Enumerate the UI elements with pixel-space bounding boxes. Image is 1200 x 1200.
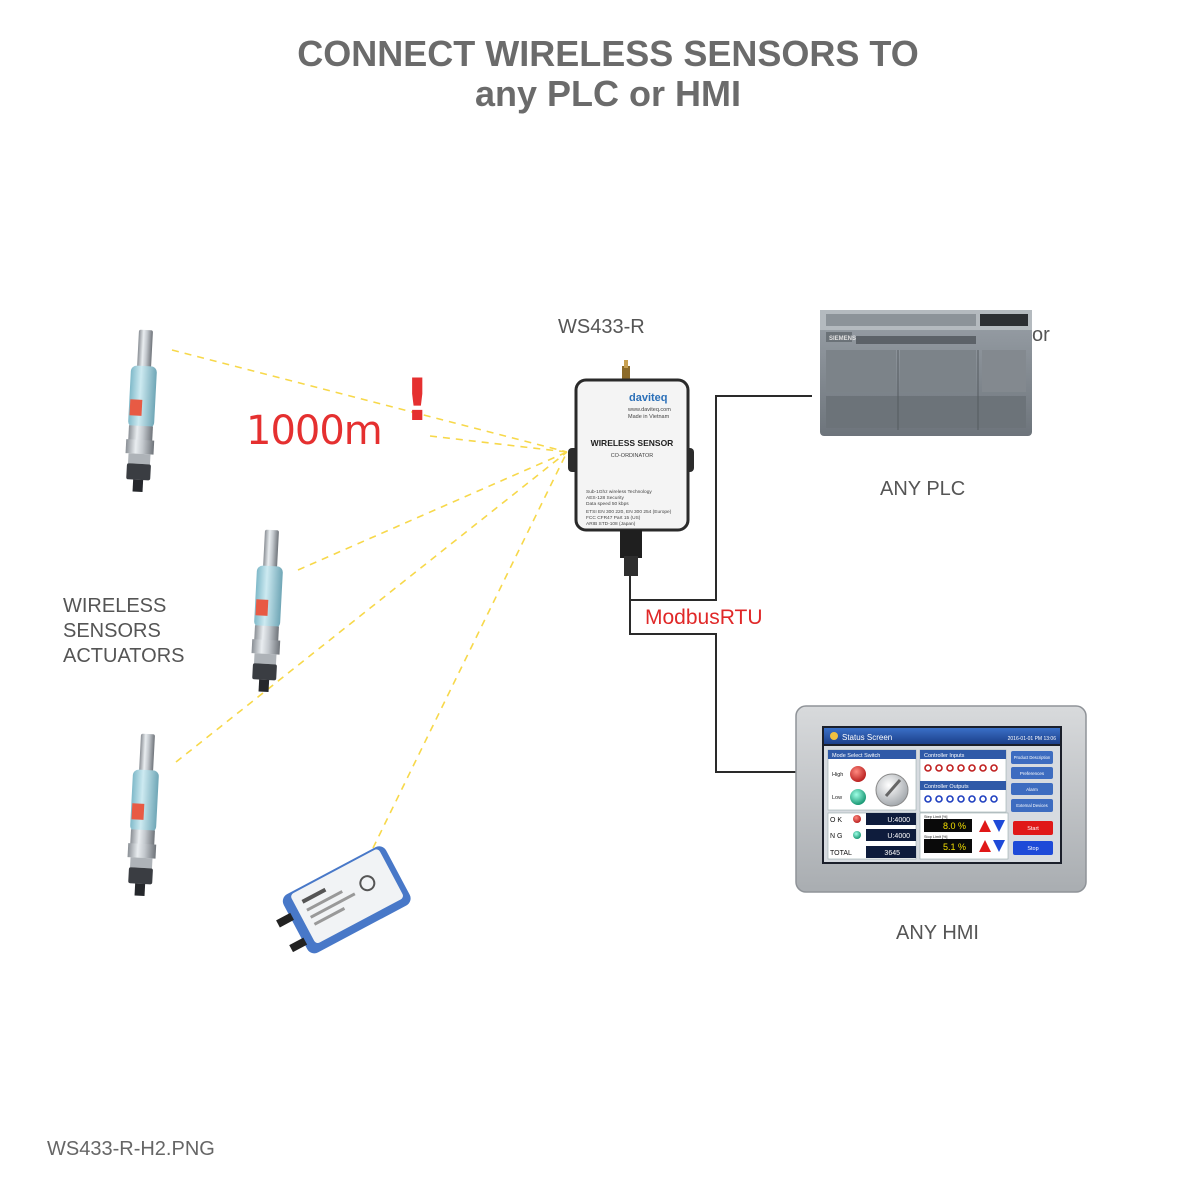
ws433-coordinator: daviteq www.daviteq.com Made in Vietnam …: [568, 360, 694, 576]
plc-or-text: or: [1032, 324, 1050, 346]
hmi-preferences-label: Preferences: [1020, 771, 1045, 776]
hmi-alarm-button[interactable]: [1011, 783, 1053, 795]
hmi-upper-value: 8.0 %: [943, 821, 966, 831]
hmi-total-value: 3645: [884, 850, 900, 857]
wireless-links: [171, 349, 568, 849]
hmi-upper-decrease-icon[interactable]: [993, 820, 1005, 832]
title-line-1: CONNECT WIRELESS SENSORS TO: [297, 33, 919, 74]
hmi-lower-value: 5.1 %: [943, 842, 966, 852]
hmi-ng-label: N G: [830, 833, 842, 840]
hmi-ng-lamp: [853, 831, 861, 839]
pressure-sensor-2: [251, 529, 283, 693]
hmi-inputs-title: Controller Inputs: [924, 753, 965, 759]
sensors-caption-line-2: SENSORS: [63, 620, 161, 642]
coordinator-product-name: WIRELESS SENSOR: [591, 438, 674, 448]
hmi-datetime: 2016-01-01 PM 13:06: [1008, 736, 1057, 742]
hmi-alarm-label: Alarm: [1026, 787, 1038, 792]
hmi-label: ANY HMI: [896, 922, 979, 944]
hmi-preferences-button[interactable]: [1011, 767, 1053, 779]
sensors-caption-line-1: WIRELESS: [63, 595, 167, 617]
title-line-2: any PLC or HMI: [474, 73, 742, 114]
coordinator-spec-3: Data speed 50 kbps: [586, 501, 629, 507]
pressure-sensor-1: [125, 329, 157, 493]
distance-label: 1000m: [246, 408, 383, 454]
hmi-stop-button[interactable]: [1013, 841, 1053, 855]
hmi-menu-buttons: Product Description Preferences Alarm Ex…: [1011, 751, 1053, 855]
coordinator-spec-2: AES-128 Security: [586, 495, 624, 501]
coordinator-cert-1: ETSI EN 300 220, EN 300 254 (Europe): [586, 509, 672, 515]
hmi-product-button[interactable]: [1011, 751, 1053, 764]
hmi-outputs-title: Controller Outputs: [924, 784, 969, 790]
image-filename: WS433-R-H2.PNG: [47, 1138, 215, 1160]
hmi-lower-decrease-icon[interactable]: [993, 840, 1005, 852]
hmi-output-lamps: [924, 795, 998, 803]
hmi-ok-label: O K: [830, 817, 842, 824]
hmi-lower-increase-icon[interactable]: [979, 840, 991, 852]
hmi-mode-panel-title: Mode Select Switch: [832, 753, 880, 759]
hmi-upper-limit-label: Step Limit [%]: [924, 815, 947, 819]
protocol-label: ModbusRTU: [645, 606, 763, 629]
hmi-product-label: Product Description: [1014, 755, 1051, 760]
plc-label: ANY PLC: [880, 478, 966, 500]
hmi-upper-increase-icon[interactable]: [979, 820, 991, 832]
coordinator-model-label: WS433-R: [558, 316, 645, 338]
hmi-ok-value: U:4000: [887, 817, 910, 824]
coordinator-spec-1: Sub-1Ghz wireless Technology: [586, 489, 652, 495]
plc-brand: SIEMENS: [829, 336, 856, 342]
diagram-title: CONNECT WIRELESS SENSORS TO any PLC or H…: [0, 34, 1200, 114]
coordinator-brand: daviteq: [629, 392, 668, 404]
hmi-low-label: Low: [832, 795, 842, 801]
sensors-caption-line-3: ACTUATORS: [63, 645, 185, 667]
wireless-module-sensor: [276, 846, 411, 954]
hmi-ng-value: U:4000: [887, 833, 910, 840]
hmi-lower-limit-label: Stop Limit [%]: [924, 835, 947, 839]
hmi-start-button[interactable]: [1013, 821, 1053, 835]
hmi-low-lamp[interactable]: [850, 789, 866, 805]
hmi-screen-title: Status Screen: [842, 733, 892, 742]
hmi-external-button[interactable]: [1011, 799, 1053, 812]
hmi-device: Status Screen 2016-01-01 PM 13:06 Mode S…: [795, 705, 1087, 893]
pressure-sensor-3: [127, 733, 159, 897]
hmi-input-lamps: [924, 764, 998, 772]
hmi-high-label: High: [832, 772, 843, 778]
sensors-caption: WIRELESS SENSORS ACTUATORS: [63, 594, 185, 669]
hmi-high-lamp[interactable]: [850, 766, 866, 782]
hmi-total-label: TOTAL: [830, 850, 852, 857]
wired-links: [629, 395, 812, 773]
hmi-start-label: Start: [1027, 826, 1039, 832]
distance-exclamation: !: [404, 366, 430, 434]
coordinator-website: www.daviteq.com: [627, 407, 671, 413]
plc-device: SIEMENS: [820, 310, 1032, 436]
coordinator-role: CO-ORDINATOR: [611, 453, 654, 459]
coordinator-cert-3: ARIB STD-108 (Japan): [586, 521, 636, 527]
coordinator-origin: Made in Vietnam: [628, 414, 670, 420]
hmi-external-label: External Devices: [1016, 803, 1047, 808]
hmi-stop-label: Stop: [1027, 846, 1038, 852]
coordinator-cert-2: FCC CFR47 Part 15 (US): [586, 515, 641, 521]
hmi-ok-lamp: [853, 815, 861, 823]
